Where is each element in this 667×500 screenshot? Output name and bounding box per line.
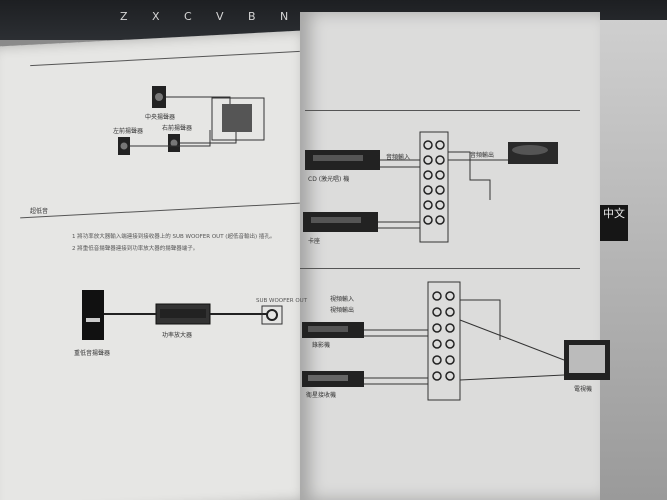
subwoofer-out-jack-icon <box>261 305 283 325</box>
key-v: V <box>216 10 224 23</box>
power-amp-label: 功率放大器 <box>162 332 193 339</box>
key-b: B <box>248 10 256 23</box>
subwoofer-label: 重低音揚聲器 <box>74 350 111 357</box>
right-page <box>300 12 600 500</box>
sat-label: 衛星接收機 <box>306 392 337 399</box>
subwoofer-section-title: 超低音 <box>30 208 49 215</box>
power-amp-icon <box>155 303 211 325</box>
speaker-left-icon <box>118 137 130 155</box>
language-tab: 中文 <box>600 205 628 241</box>
right-section-rule-2 <box>300 268 580 269</box>
key-z: Z <box>120 10 128 23</box>
tape-label: 卡座 <box>308 238 321 245</box>
turntable-icon <box>508 142 558 164</box>
video-in-label: 視頻輸入 <box>330 296 355 303</box>
rear-panel-top-icon <box>419 131 449 243</box>
receiver-panel-icon <box>130 96 265 147</box>
speaker-right-icon <box>168 134 180 152</box>
left-speaker-label: 左前揚聲器 <box>113 128 144 135</box>
tape-deck-icon <box>303 212 378 232</box>
cd-player-icon <box>305 150 380 170</box>
subwoofer-icon <box>82 290 104 340</box>
vcr-icon <box>302 322 364 338</box>
tv-icon <box>564 340 610 380</box>
wiring-bottom <box>364 299 565 385</box>
rear-panel-bottom-icon <box>427 281 461 401</box>
satellite-receiver-icon <box>302 371 364 387</box>
key-c: C <box>184 10 192 23</box>
center-speaker-label: 中央揚聲器 <box>145 114 176 121</box>
right-section-rule-1 <box>305 110 580 111</box>
video-out-label: 視頻輸出 <box>330 307 355 314</box>
cd-label: CD (激光唱) 機 <box>308 176 350 183</box>
audio-in-label-top: 音頻輸入 <box>386 154 411 161</box>
speaker-center-icon <box>152 86 166 108</box>
key-n: N <box>280 10 289 23</box>
subwoofer-out-label: SUB WOOFER OUT <box>256 298 308 304</box>
right-speaker-label: 右前揚聲器 <box>162 125 193 132</box>
tv-label: 電視機 <box>574 386 593 393</box>
step-1: 1 將功率放大器輸入端連接到接收器上的 SUB WOOFER OUT (超低音輸… <box>72 234 276 240</box>
key-x: X <box>152 10 160 23</box>
vcr-label: 錄影機 <box>312 342 331 349</box>
step-2: 2 將重低音揚聲器連接到功率放大器的揚聲器端子。 <box>72 246 199 252</box>
audio-out-label-top: 音頻輸出 <box>470 152 495 159</box>
wiring-top <box>378 151 508 229</box>
